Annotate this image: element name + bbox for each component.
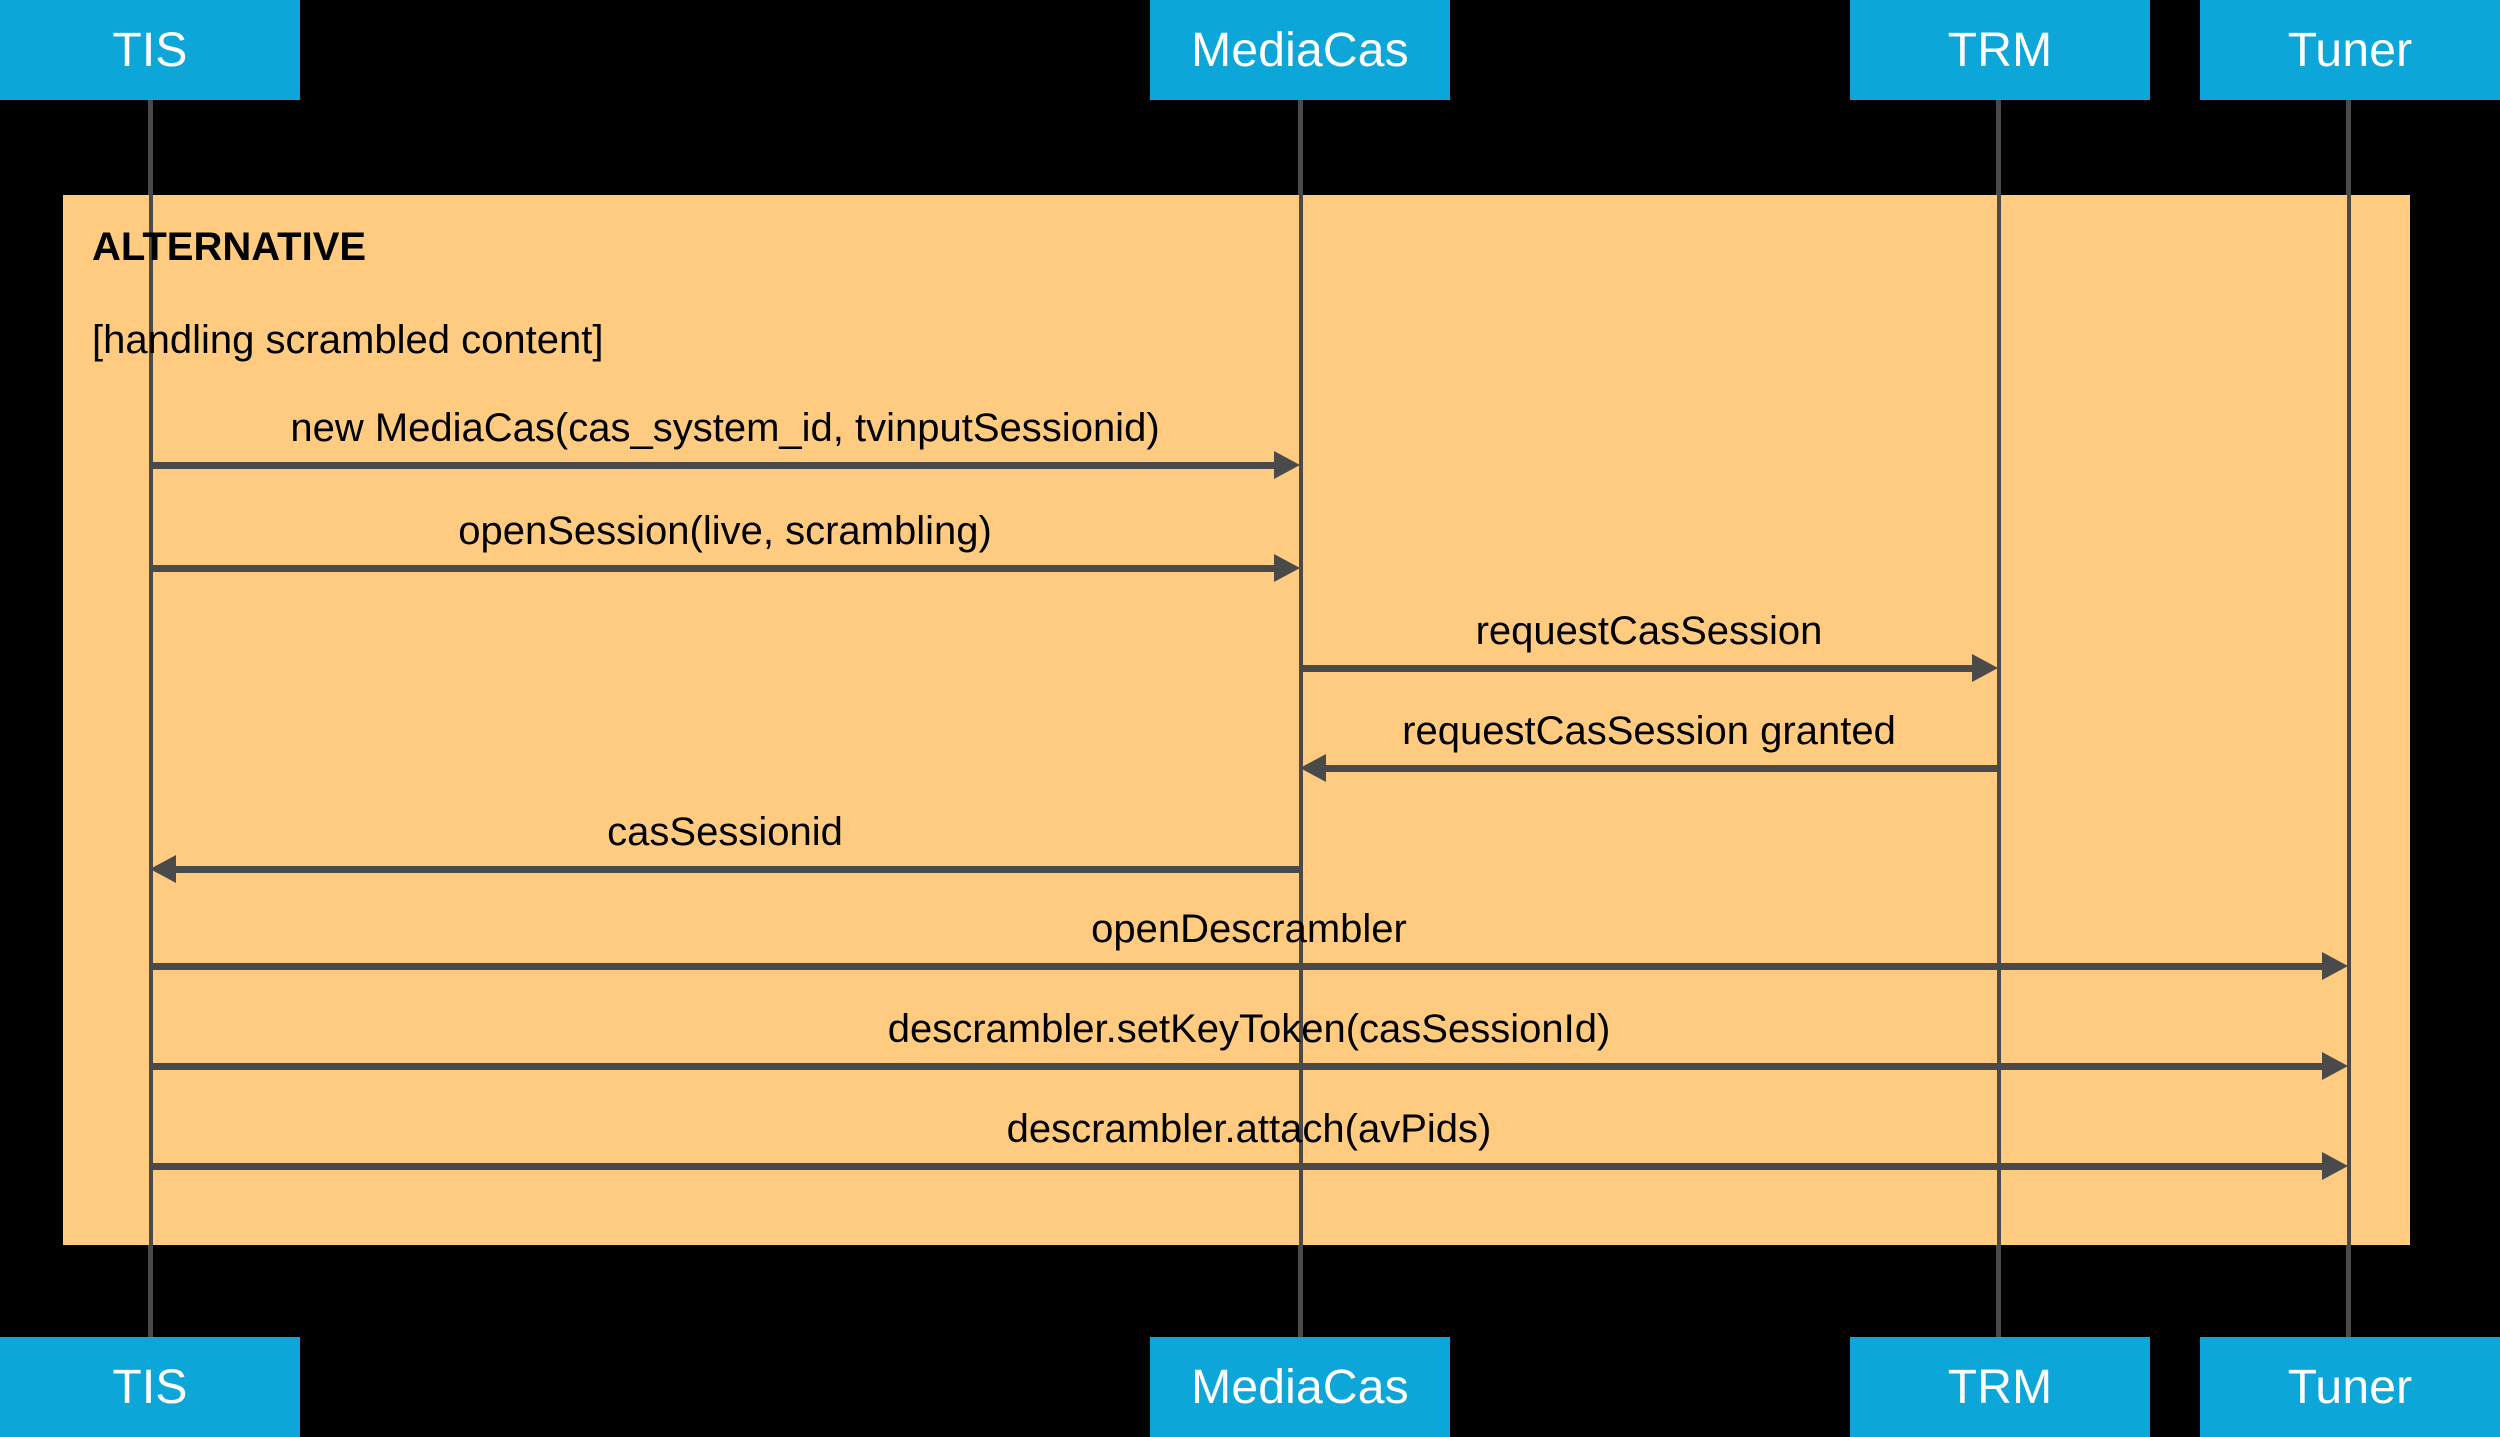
participant-footer-mediacas[interactable]: MediaCas [1150, 1337, 1450, 1437]
message-label-open-descrambler: openDescrambler [1091, 907, 1407, 951]
message-arrowhead-set-key-token [2322, 1052, 2348, 1080]
message-line-request-cas-session-granted [1326, 765, 1998, 772]
message-line-open-descrambler [150, 963, 2322, 970]
message-arrowhead-request-cas-session-granted [1300, 754, 1326, 782]
participant-header-tis-label: TIS [112, 23, 188, 77]
message-line-new-mediacas [150, 462, 1274, 469]
message-arrowhead-open-session [1274, 554, 1300, 582]
participant-footer-tuner[interactable]: Tuner [2200, 1337, 2500, 1437]
alt-fragment [63, 195, 2410, 1245]
participant-footer-tis[interactable]: TIS [0, 1337, 300, 1437]
participant-footer-trm-label: TRM [1947, 1360, 2053, 1414]
message-label-descrambler-attach: descrambler.attach(avPids) [1006, 1107, 1492, 1151]
participant-header-trm[interactable]: TRM [1850, 0, 2150, 100]
message-label-cas-sessionid: casSessionid [607, 810, 843, 854]
lifeline-trm-in-fragment [1997, 195, 2001, 1245]
message-label-request-cas-session: requestCasSession [1475, 609, 1823, 653]
participant-footer-trm[interactable]: TRM [1850, 1337, 2150, 1437]
lifeline-mediacas-in-fragment [1299, 195, 1303, 1245]
message-line-request-cas-session [1300, 665, 1972, 672]
participant-footer-tuner-label: Tuner [2287, 1360, 2413, 1414]
message-label-set-key-token: descrambler.setKeyToken(casSessionId) [887, 1007, 1611, 1051]
message-line-descrambler-attach [150, 1163, 2322, 1170]
message-arrowhead-new-mediacas [1274, 451, 1300, 479]
participant-footer-mediacas-label: MediaCas [1191, 1360, 1409, 1414]
message-label-open-session: openSession(live, scrambling) [458, 509, 992, 553]
participant-header-mediacas-label: MediaCas [1191, 23, 1409, 77]
message-arrowhead-open-descrambler [2322, 952, 2348, 980]
message-label-new-mediacas: new MediaCas(cas_system_id, tvinputSessi… [290, 406, 1160, 450]
lifeline-tuner-in-fragment [2347, 195, 2351, 1245]
participant-header-tuner[interactable]: Tuner [2200, 0, 2500, 100]
message-line-set-key-token [150, 1063, 2322, 1070]
message-arrowhead-request-cas-session [1972, 654, 1998, 682]
participant-header-tis[interactable]: TIS [0, 0, 300, 100]
participant-header-trm-label: TRM [1947, 23, 2053, 77]
participant-header-mediacas[interactable]: MediaCas [1150, 0, 1450, 100]
participant-footer-tis-label: TIS [112, 1360, 188, 1414]
alt-fragment-operator: ALTERNATIVE [92, 225, 367, 269]
message-arrowhead-descrambler-attach [2322, 1152, 2348, 1180]
message-arrowhead-cas-sessionid [150, 855, 176, 883]
message-label-request-cas-session-granted: requestCasSession granted [1402, 709, 1896, 753]
alt-fragment-guard: [handling scrambled content] [92, 318, 604, 362]
lifeline-tis-in-fragment [149, 195, 153, 1245]
message-line-open-session [150, 565, 1274, 572]
participant-header-tuner-label: Tuner [2287, 23, 2413, 77]
message-line-cas-sessionid [176, 866, 1300, 873]
